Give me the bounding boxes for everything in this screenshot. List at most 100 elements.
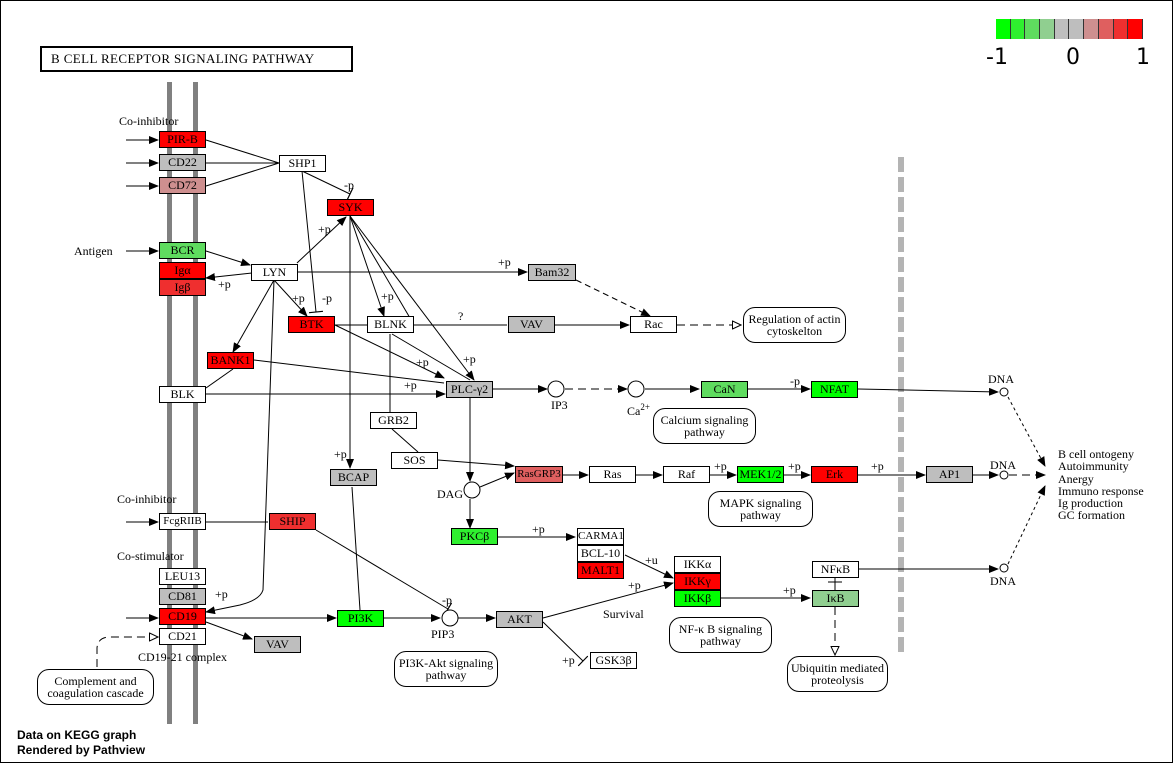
dag-label: DAG bbox=[437, 487, 463, 501]
edge bbox=[1007, 396, 1046, 467]
edge-label: -p bbox=[790, 374, 800, 388]
gene-node-malt1[interactable]: MALT1 bbox=[577, 562, 624, 579]
legend-swatch bbox=[1054, 19, 1070, 39]
edge bbox=[96, 637, 158, 667]
gene-node-vav[interactable]: VAV bbox=[508, 316, 555, 333]
gene-node-grb2[interactable]: GRB2 bbox=[370, 412, 417, 429]
edge-label: ? bbox=[458, 309, 463, 323]
pathway-link-nfkb-signaling[interactable]: NF-κ B signaling pathway bbox=[669, 617, 772, 653]
ca-superscript: 2+ bbox=[640, 402, 650, 412]
gene-node-bcr[interactable]: BCR bbox=[159, 242, 206, 259]
footer-data-source: Data on KEGG graph bbox=[17, 728, 137, 742]
gene-node-pir-b[interactable]: PIR-B bbox=[159, 131, 206, 148]
pathway-link-pi3k-akt-signaling[interactable]: PI3K-Akt signaling pathway bbox=[394, 651, 498, 687]
legend-swatch bbox=[1040, 19, 1055, 39]
gene-node-plc-gamma2[interactable]: PLC-γ2 bbox=[446, 381, 493, 398]
pathway-link-complement-coagulation[interactable]: Complement and coagulation cascade bbox=[37, 669, 154, 705]
gene-node-mek1-2[interactable]: MEK1/2 bbox=[737, 466, 784, 483]
gene-node-ig-beta[interactable]: Igβ bbox=[159, 279, 206, 296]
edge bbox=[205, 279, 275, 615]
edge bbox=[205, 250, 251, 267]
gene-node-ikk-beta[interactable]: IKKβ bbox=[674, 590, 721, 607]
gene-node-ig-alpha[interactable]: Igα bbox=[159, 262, 206, 279]
gene-node-erk[interactable]: Erk bbox=[811, 466, 858, 483]
gene-node-nfat[interactable]: NFAT bbox=[811, 381, 858, 398]
edge bbox=[437, 459, 515, 470]
gene-node-cd21[interactable]: CD21 bbox=[159, 628, 206, 645]
gene-node-vav-2[interactable]: VAV bbox=[254, 636, 301, 653]
edge-label: +p bbox=[871, 459, 884, 473]
ca2-compound bbox=[627, 380, 645, 398]
gene-node-cd19[interactable]: CD19 bbox=[159, 608, 206, 625]
edge bbox=[479, 472, 515, 488]
pathway-link-mapk-signaling[interactable]: MAPK signaling pathway bbox=[708, 491, 813, 527]
edge-label: +p bbox=[532, 522, 545, 536]
edge-label: +p bbox=[416, 355, 429, 369]
edge bbox=[232, 279, 275, 353]
pathway-link-ubiquitin-proteolysis[interactable]: Ubiquitin mediated proteolysis bbox=[787, 656, 888, 692]
gene-node-ap1[interactable]: AP1 bbox=[926, 466, 973, 483]
edge-label: +p bbox=[404, 378, 417, 392]
gene-node-ikb[interactable]: IκB bbox=[812, 590, 859, 607]
edge-label: +p bbox=[215, 587, 228, 601]
gene-node-bcl-10[interactable]: BCL-10 bbox=[577, 545, 624, 562]
gene-node-carma1[interactable]: CARMA1 bbox=[577, 528, 624, 545]
gene-node-cd81[interactable]: CD81 bbox=[159, 588, 206, 605]
gene-node-syk[interactable]: SYK bbox=[327, 199, 374, 216]
gene-node-bank1[interactable]: BANK1 bbox=[207, 352, 254, 369]
gene-node-pi3k[interactable]: PI3K bbox=[337, 610, 384, 627]
pathway-link-actin-cytoskeleton[interactable]: Regulation of actin cytoskelton bbox=[743, 307, 846, 343]
legend-mid-label: 0 bbox=[1066, 45, 1080, 70]
gene-node-rac[interactable]: Rac bbox=[630, 316, 677, 333]
gene-node-bcap[interactable]: BCAP bbox=[330, 469, 377, 486]
dna-label: DNA bbox=[990, 574, 1016, 588]
edge-label: +p bbox=[318, 222, 331, 236]
dna-label: DNA bbox=[990, 458, 1016, 472]
dag-compound bbox=[463, 481, 481, 499]
gene-node-nfkb[interactable]: NFκB bbox=[812, 561, 859, 578]
gene-node-lyn[interactable]: LYN bbox=[251, 264, 298, 281]
edge bbox=[542, 621, 589, 667]
gene-node-ikk-gamma[interactable]: IKKγ bbox=[674, 573, 721, 590]
edge bbox=[542, 581, 674, 619]
gene-node-bam32[interactable]: Bam32 bbox=[528, 264, 576, 281]
outcome-item: GC formation bbox=[1058, 508, 1125, 523]
gene-node-ship[interactable]: SHIP bbox=[269, 513, 316, 530]
edge-label: +p bbox=[714, 459, 727, 473]
gene-node-akt[interactable]: AKT bbox=[496, 611, 543, 628]
gene-node-ras[interactable]: Ras bbox=[589, 466, 636, 483]
edge bbox=[624, 554, 674, 579]
edge-label: -p bbox=[322, 291, 332, 305]
outcome-item: Anergy bbox=[1058, 471, 1094, 486]
edge-label: +p bbox=[783, 583, 796, 597]
gene-node-ikk-alpha[interactable]: IKKα bbox=[674, 556, 721, 573]
ip3-label: IP3 bbox=[551, 398, 568, 412]
gene-node-raf[interactable]: Raf bbox=[663, 466, 710, 483]
gene-node-pkc-beta[interactable]: PKCβ bbox=[451, 528, 498, 545]
gene-node-sos[interactable]: SOS bbox=[391, 452, 438, 469]
ca-text: Ca bbox=[627, 404, 641, 418]
gene-node-btk[interactable]: BTK bbox=[288, 316, 335, 333]
pip3-label: PIP3 bbox=[431, 627, 455, 641]
gene-node-shp1[interactable]: SHP1 bbox=[279, 155, 326, 172]
co-inhibitor-label: Co-inhibitor bbox=[119, 114, 179, 128]
edge bbox=[391, 428, 419, 453]
gene-node-blk[interactable]: BLK bbox=[159, 386, 206, 403]
co-stimulator-label: Co-stimulator bbox=[117, 549, 184, 563]
gene-node-cd22[interactable]: CD22 bbox=[159, 154, 206, 171]
dna-label: DNA bbox=[988, 372, 1014, 386]
edge-label: +p bbox=[628, 578, 641, 592]
edge bbox=[1007, 485, 1046, 565]
gene-node-can[interactable]: CaN bbox=[701, 381, 748, 398]
gene-node-cd72[interactable]: CD72 bbox=[159, 177, 206, 194]
gene-node-rasgrp3[interactable]: RasGRP3 bbox=[515, 466, 563, 483]
membrane-line-inner bbox=[193, 82, 198, 724]
outcome-item: Ig production bbox=[1058, 496, 1123, 511]
gene-node-leu13[interactable]: LEU13 bbox=[159, 568, 206, 585]
gene-node-fcgriib[interactable]: FcgRIIB bbox=[159, 513, 206, 530]
edge-label: +p bbox=[292, 291, 305, 305]
gene-node-blnk[interactable]: BLNK bbox=[367, 316, 414, 333]
gene-node-gsk3-beta[interactable]: GSK3β bbox=[590, 652, 637, 669]
edge bbox=[205, 162, 280, 187]
pathway-link-calcium-signaling[interactable]: Calcium signaling pathway bbox=[653, 408, 756, 444]
